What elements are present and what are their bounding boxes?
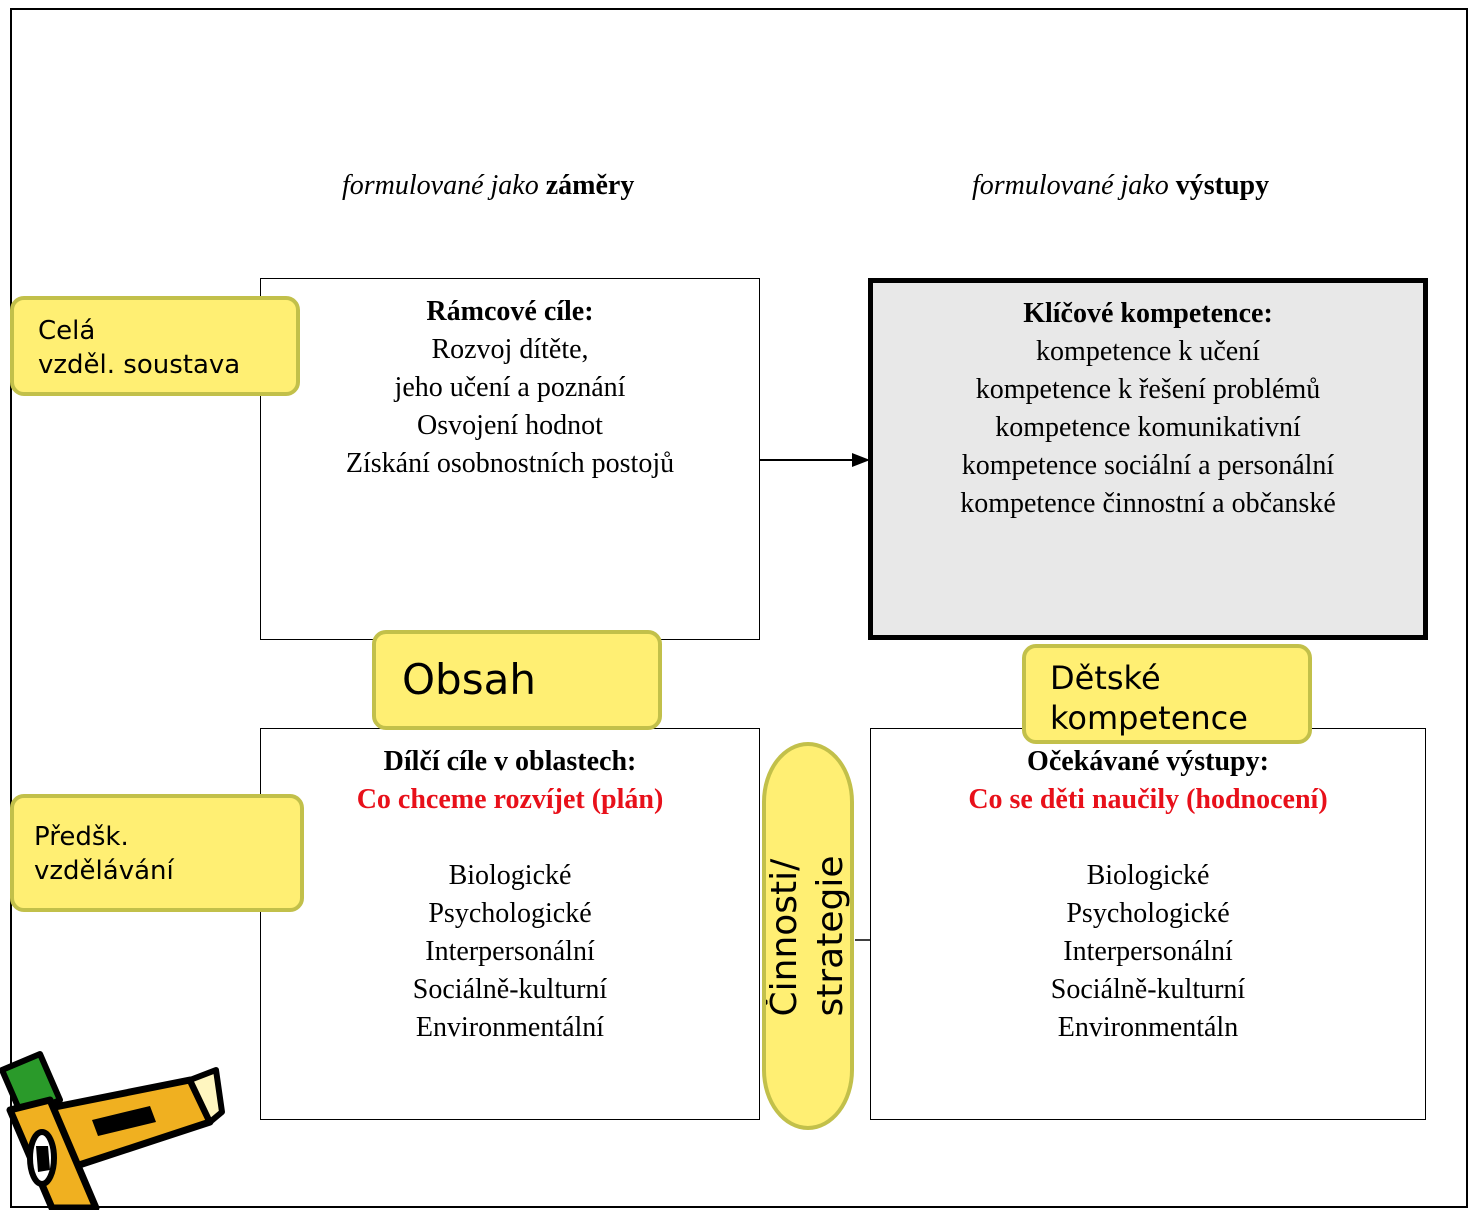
ramcove-line: Osvojení hodnot [417, 410, 603, 441]
ramcove-line: Rozvoj dítěte, [431, 334, 589, 365]
dilci-line: Interpersonální [425, 936, 595, 967]
ramcove-line: jeho učení a poznání [394, 372, 626, 403]
ocekavane-subtitle: Co se děti naučily (hodnocení) [968, 784, 1328, 815]
ramcove-title: Rámcové cíle: [426, 296, 594, 327]
slide-frame [10, 8, 1468, 1208]
box-ramcove-cile: Rámcové cíle: Rozvoj dítěte, jeho učení … [260, 278, 760, 640]
heading-zamery-italic: formulované jako [342, 170, 546, 201]
box-dilci-cile: Dílčí cíle v oblastech: Co chceme rozvíj… [260, 728, 760, 1120]
box-ocekavane-vystupy: Očekávané výstupy: Co se děti naučily (h… [870, 728, 1426, 1120]
dilci-title: Dílčí cíle v oblastech: [383, 746, 637, 777]
note-predsk-vzdelavani: Předšk. vzdělávání [10, 794, 304, 912]
klicove-line: kompetence k učení [1036, 336, 1260, 367]
heading-zamery: formulované jako záměry [342, 170, 634, 202]
dilci-subtitle: Co chceme rozvíjet (plán) [356, 784, 664, 815]
note-detske-kompetence: Dětské kompetence [1022, 644, 1312, 744]
ocekavane-line: Psychologické [1066, 898, 1230, 929]
note-cela-soustava: Celá vzděl. soustava [10, 296, 300, 396]
note-cela-line: Celá [38, 316, 96, 346]
note-predsk-line: vzdělávání [34, 856, 174, 886]
dilci-line: Psychologické [428, 898, 592, 929]
note-detske-line: Dětské [1050, 659, 1161, 697]
ocekavane-line: Sociálně-kulturní [1050, 974, 1246, 1005]
note-predsk-line: Předšk. [34, 822, 129, 852]
klicove-line: kompetence činnostní a občanské [960, 488, 1336, 519]
ocekavane-line: Environmentáln [1057, 1012, 1239, 1043]
box-klicove-kompetence: Klíčové kompetence: kompetence k učení k… [868, 278, 1428, 640]
pencil-icon [0, 1051, 225, 1210]
klicove-line: kompetence k řešení problémů [975, 374, 1321, 405]
note-detske-line: kompetence [1050, 699, 1248, 737]
note-cela-line: vzděl. soustava [38, 350, 241, 380]
klicove-title: Klíčové kompetence: [1023, 298, 1273, 329]
heading-vystupy: formulované jako výstupy [972, 170, 1269, 202]
note-obsah-text: Obsah [402, 655, 536, 704]
klicove-line: kompetence komunikativní [995, 412, 1301, 443]
note-cinnosti-line: Činnosti/ [764, 858, 805, 1017]
ocekavane-line: Interpersonální [1063, 936, 1233, 967]
ramcove-line: Získání osobnostních postojů [345, 448, 675, 479]
heading-vystupy-italic: formulované jako [972, 170, 1176, 201]
note-cinnosti-text: Činnosti/ strategie [764, 855, 851, 1017]
note-obsah: Obsah [372, 630, 662, 730]
klicove-line: kompetence sociální a personální [961, 450, 1335, 481]
dilci-line: Sociálně-kulturní [412, 974, 608, 1005]
ocekavane-line: Biologické [1086, 860, 1210, 891]
ocekavane-title: Očekávané výstupy: [1027, 746, 1269, 777]
note-cinnosti-strategie: Činnosti/ strategie [762, 742, 854, 1130]
heading-vystupy-bold: výstupy [1175, 170, 1270, 201]
heading-zamery-bold: záměry [545, 170, 635, 201]
dilci-line: Environmentální [415, 1012, 605, 1043]
dilci-line: Biologické [448, 860, 572, 891]
note-cinnosti-line: strategie [810, 855, 851, 1017]
